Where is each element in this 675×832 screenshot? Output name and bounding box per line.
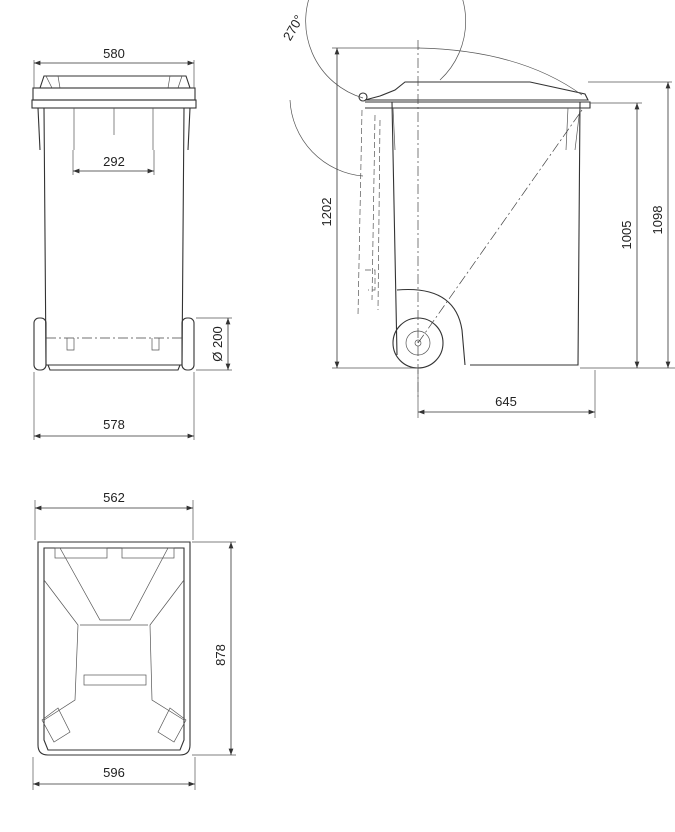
dimension-body-height: 1005	[619, 221, 634, 250]
lid-angle-label: 270°	[280, 12, 306, 43]
dimension-base-width: 578	[103, 417, 125, 432]
dimension-depth: 645	[495, 394, 517, 409]
dimension-wheel-diameter: Ø 200	[210, 326, 225, 361]
dimension-lid-width: 580	[103, 46, 125, 61]
front-view: 580 292 578 Ø 200	[31, 46, 232, 440]
dimension-top-width: 562	[103, 490, 125, 505]
dimension-open-height: 1202	[319, 198, 334, 227]
dimension-total-height: 1098	[650, 206, 665, 235]
bottom-view: 562 878 596	[32, 490, 236, 790]
dimension-bottom-width: 596	[103, 765, 125, 780]
side-view: 270° 1202 1005 1098 645	[280, 0, 675, 418]
dimension-length: 878	[213, 644, 228, 666]
dimension-inner-width: 292	[103, 154, 125, 169]
